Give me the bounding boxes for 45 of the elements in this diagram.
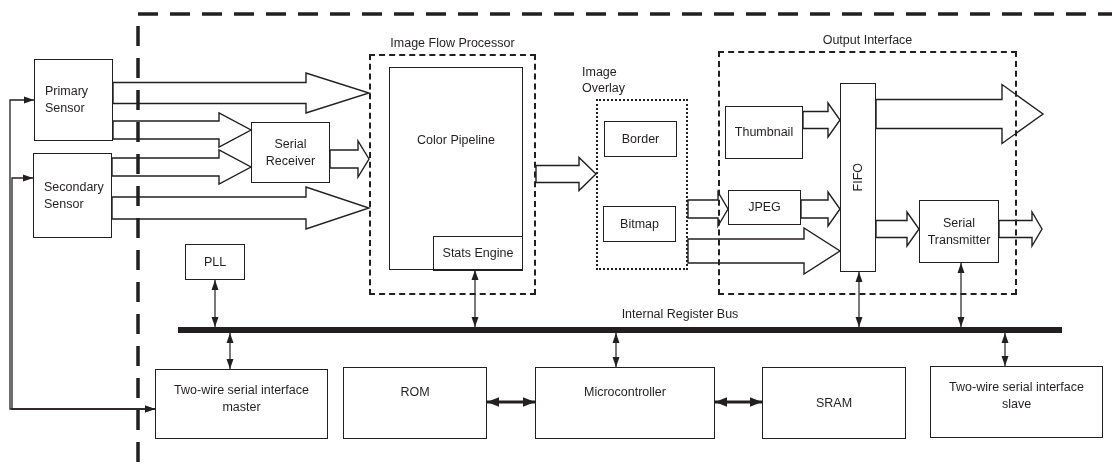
register-bus-bar [178,327,1062,333]
block-arrow [111,186,372,230]
connector-arrow [957,262,965,328]
block-box: Color Pipeline Stats Engine [389,67,523,270]
block-box: Bitmap [603,206,676,242]
connector-arrow [211,279,219,328]
block-arrow [875,209,920,249]
block-box: Two-wire serial interface slave [930,366,1103,438]
connector-arrow [226,332,234,370]
block-box: JPEG [728,190,801,225]
connector-arrow [855,271,863,328]
block-arrow [329,138,370,180]
block-arrow [998,209,1043,249]
block-arrow [802,100,841,140]
block-arrow [111,148,253,186]
block-box: PLL [185,244,245,280]
block-arrow [800,189,841,229]
block-arrow [112,111,253,149]
block-box: Two-wire serial interface master [155,369,328,439]
block-box: Stats Engine [433,236,523,271]
block-box: Microcontroller [535,367,715,439]
block-arrow [875,83,1045,145]
block-box: Thumbnail [725,106,803,159]
block-arrow [112,72,372,114]
connector-arrow [612,332,620,368]
group-title: Image Flow Processor [390,35,515,51]
connector-arrow [1001,332,1009,367]
fifo-box: FIFO [840,83,876,272]
control-line [11,174,156,413]
connector-arrow [471,269,479,328]
block-arrow [535,155,597,193]
block-arrow [687,226,842,276]
block-box: ROM [343,367,487,439]
group-title: Output Interface [822,32,913,48]
block-box: Primary Sensor [34,59,113,141]
bold-arrow [487,397,535,407]
block-box: Serial Receiver [251,122,330,183]
block-box: Serial Transmitter [919,200,999,263]
block-box: SRAM [762,367,906,439]
block-arrow [687,189,729,229]
block-box: Secondary Sensor [33,153,112,238]
bold-arrow [715,397,762,407]
block-box: Border [604,121,677,157]
group-title: Image Overlay [582,64,627,96]
bus-label: Internal Register Bus [621,306,739,322]
